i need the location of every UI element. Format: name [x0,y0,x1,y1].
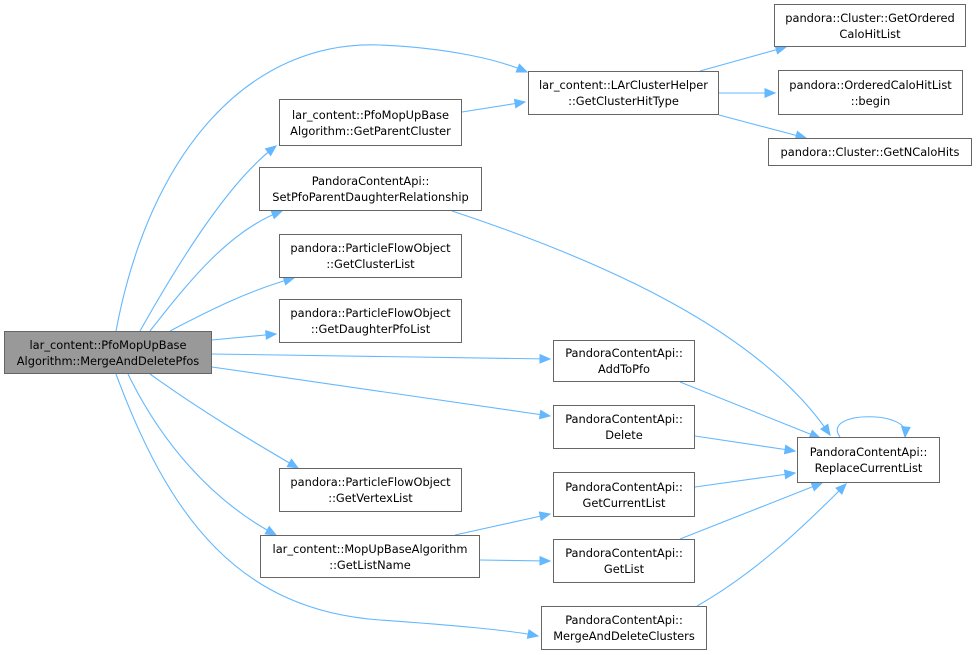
edge-arrowhead [810,482,824,492]
edge-root-to-listName [127,373,277,536]
node-get-list[interactable]: PandoraContentApi:: GetList [553,539,695,583]
node-label-line: Delete [605,428,643,442]
edge-arrowhead [286,458,300,469]
node-label-line: PandoraContentApi:: [565,613,683,627]
edge-arrowhead [264,145,278,157]
edge-currentList-to-replace [694,472,796,488]
edge-arrowhead [265,330,278,340]
node-replace-current-list[interactable]: PandoraContentApi:: ReplaceCurrentList [797,437,940,483]
node-get-daughter-pfo-list[interactable]: pandora::ParticleFlowObject ::GetDaughte… [279,299,462,343]
node-label-line: pandora::Cluster::GetOrdered [785,10,955,25]
edge-delete-to-replace [694,435,796,452]
edge-arrowhead [819,423,831,437]
edge-arrowhead [783,469,797,480]
node-label-line: SetPfoParentDaughterRelationship [272,190,469,204]
node-label-line: Algorithm::MergeAndDeletePfos [16,353,200,368]
node-get-current-list[interactable]: PandoraContentApi:: GetCurrentList [553,472,695,517]
node-get-cluster-list[interactable]: pandora::ParticleFlowObject ::GetCluster… [279,234,462,278]
edge-setPfo-to-replace [451,210,831,436]
node-label-line: PandoraContentApi:: [565,412,683,426]
node-merge-and-delete-pfos[interactable]: lar_content::PfoMopUpBase Algorithm::Mer… [4,331,212,374]
node-label-line: PandoraContentApi:: [565,546,683,560]
node-label-line: ReplaceCurrentList [814,461,923,475]
edge-arrowhead [526,629,540,639]
edge-root-to-getParent [139,145,277,332]
node-ordered-calo-hit-list-begin[interactable]: pandora::OrderedCaloHitList ::begin [778,70,963,115]
node-label-line: lar_content::MopUpBaseAlgorithm [272,541,468,556]
node-label-line: ::GetVertexList [328,491,413,505]
node-label-line: Algorithm::GetParentCluster [290,123,451,138]
node-set-pfo-parent-daughter-relationship[interactable]: PandoraContentApi:: SetPfoParentDaughter… [259,167,482,211]
edge-arrowhead [264,525,278,536]
node-label-line: MergeAndDeleteClusters [553,629,695,643]
edge-root-to-delete [211,366,551,417]
edge-root-to-clusterList [169,277,295,332]
edge-arrowhead [539,555,552,566]
node-label-line: PandoraContentApi:: [565,346,683,360]
edge-arrowhead [835,483,847,495]
edge-addToPfo-to-replace [679,381,821,439]
node-get-parent-cluster[interactable]: lar_content::PfoMopUpBase Algorithm::Get… [279,99,462,146]
edge-root-to-daughter [211,333,277,341]
node-label-line: lar_content::PfoMopUpBase [29,337,187,352]
edge-arrowhead [538,409,552,420]
node-label-line: pandora::OrderedCaloHitList [789,77,952,92]
edge-arrowhead [270,210,284,220]
node-label-line: GetCurrentList [582,495,666,510]
node-add-to-pfo[interactable]: PandoraContentApi:: AddToPfo [553,340,695,382]
node-merge-and-delete-clusters[interactable]: PandoraContentApi:: MergeAndDeleteCluste… [541,606,707,650]
edge-root-to-mergeClusters [115,373,539,637]
node-label-line: pandora::ParticleFlowObject [290,306,451,320]
node-label-line: pandora::Cluster::GetNCaloHits [780,145,960,159]
edge-root-to-vertexList [149,373,299,469]
node-get-cluster-hit-type[interactable]: lar_content::LArClusterHelper ::GetClust… [528,71,719,115]
node-label-line: ::GetListName [329,557,411,572]
edge-mergeClusters-to-replace [696,483,847,607]
node-label-line: lar_content::LArClusterHelper [539,78,708,92]
node-label-line: pandora::ParticleFlowObject [290,241,451,255]
node-label-line: PandoraContentApi:: [311,174,430,188]
edge-arrowhead [783,444,797,455]
edge-arrowhead [538,511,552,522]
edge-larCluster-to-getOrdered [699,46,787,72]
edge-root-to-larCluster [115,44,528,332]
edge-arrowhead [764,88,777,98]
edge-listName-to-currentList [454,513,551,536]
node-label-line: ::begin [850,93,891,108]
node-label-line: ::GetDaughterPfoList [310,322,431,336]
node-get-list-name[interactable]: lar_content::MopUpBaseAlgorithm ::GetLis… [260,535,480,578]
edge-arrowhead [515,63,529,73]
node-label-line: lar_content::PfoMopUpBase [292,107,449,122]
node-label-line: ::GetClusterList [326,257,415,271]
node-label-line: CaloHitList [839,26,901,41]
node-label-line: pandora::ParticleFlowObject [290,475,451,489]
node-label-line: PandoraContentApi:: [565,479,683,494]
node-get-vertex-list[interactable]: pandora::ParticleFlowObject ::GetVertexL… [279,468,462,512]
edge-root-to-addToPfo [211,353,551,360]
node-delete[interactable]: PandoraContentApi:: Delete [553,405,695,449]
edge-getParent-to-larCluster [461,101,526,113]
edge-listName-to-getList [479,559,551,562]
node-get-ordered-calo-hit-list[interactable]: pandora::Cluster::GetOrdered CaloHitList [774,4,966,47]
edge-replace-to-replace [836,416,907,438]
edge-arrowhead [900,426,911,439]
edge-getList-to-replace [679,482,823,540]
edge-root-to-setPfo [149,210,283,332]
edge-arrowhead [513,98,527,109]
node-label-line: AddToPfo [598,362,650,376]
edge-arrowhead [539,353,552,364]
node-label-line: PandoraContentApi:: [809,445,928,459]
edge-larCluster-to-nCalo [718,114,807,139]
node-get-n-calo-hits[interactable]: pandora::Cluster::GetNCaloHits [768,138,972,166]
node-label-line: ::GetClusterHitType [568,94,679,108]
node-label-line: GetList [603,562,645,576]
